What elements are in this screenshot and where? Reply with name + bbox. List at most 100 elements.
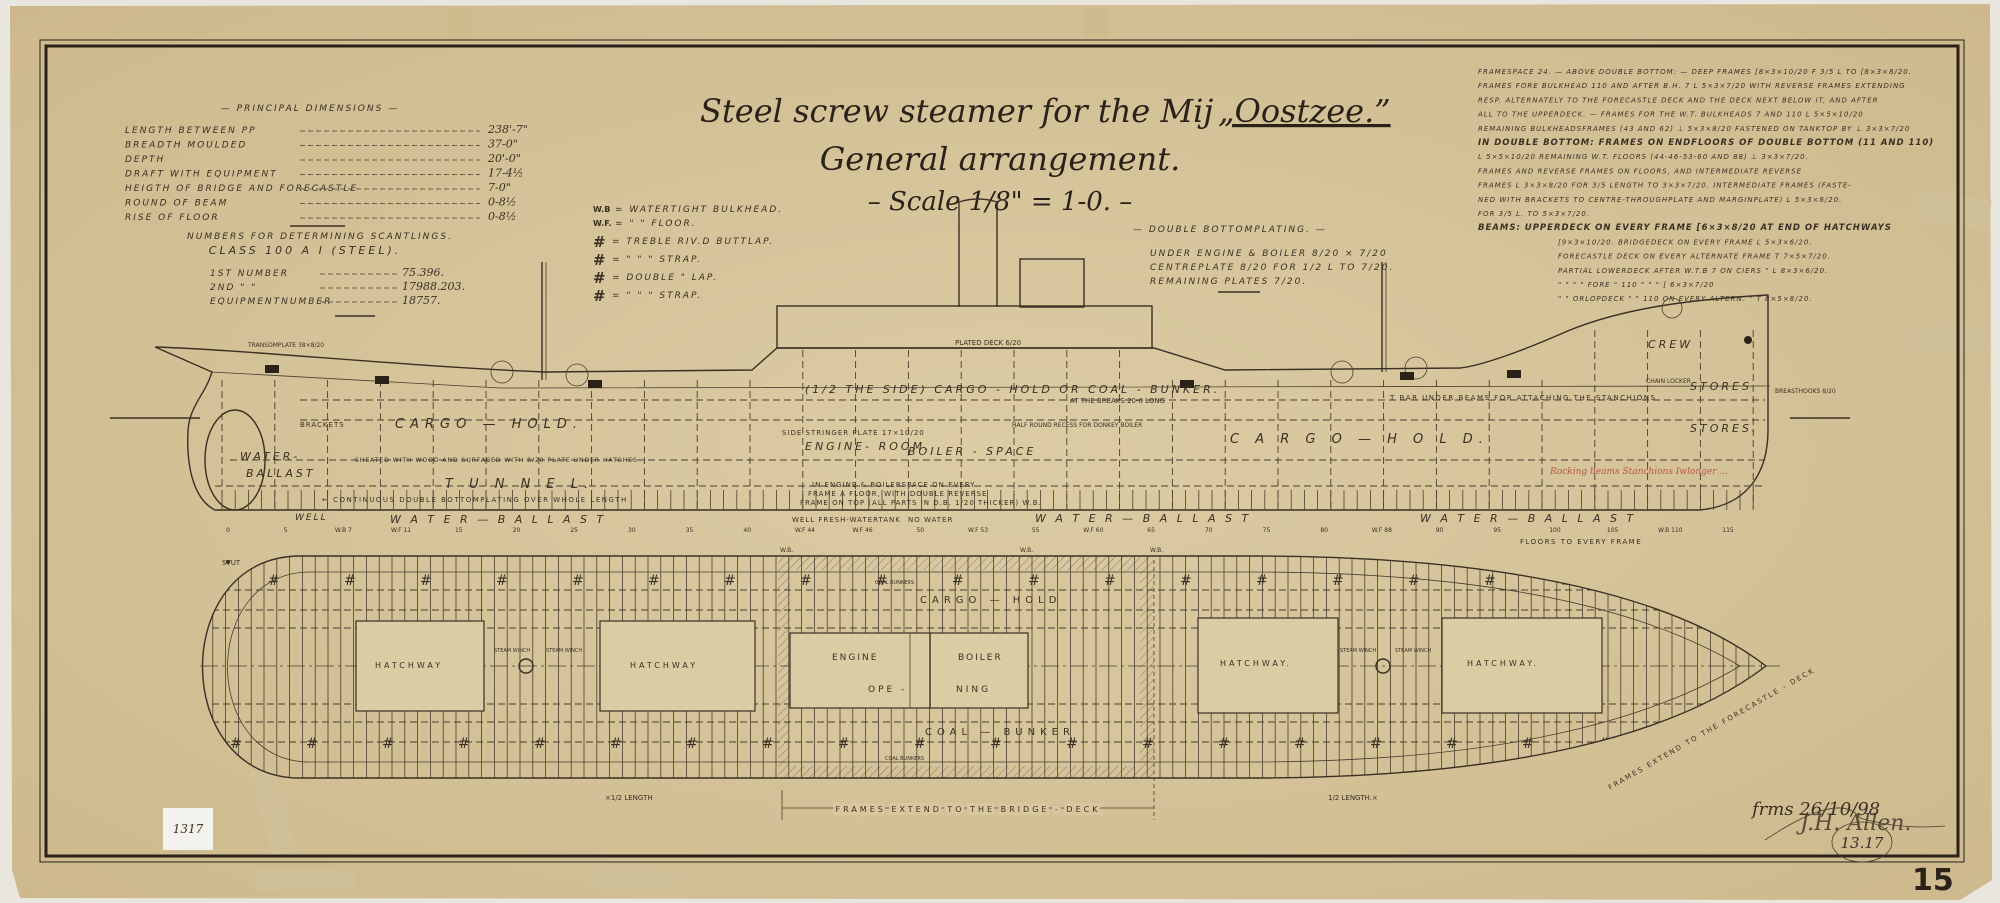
- hull-outline: [154, 294, 1769, 511]
- double-bottom-line: CENTREPLATE 8/20 FOR 1/2 L TO 7/20.: [1150, 263, 1394, 273]
- principal-dimensions-title: — PRINCIPAL DIMENSIONS —: [221, 104, 399, 114]
- label-well: WELL: [295, 513, 328, 523]
- label-half-length-aft: ×1/2 LENGTH: [605, 794, 653, 802]
- label-floor-note: FRAME ON TOP (ALL PARTS IN D.B. 1/20 THI…: [800, 499, 1042, 507]
- frame-number: 50: [916, 527, 924, 534]
- label-breasthooks: BREASTHOOKS 8/20: [1775, 388, 1836, 395]
- frame-number: 30: [628, 527, 636, 534]
- label-floors-every-frame: FLOORS TO EVERY FRAME: [1520, 538, 1642, 546]
- butt-lap-mark-icon: #: [648, 573, 660, 589]
- scantlings-class: CLASS 100 A I (STEEL).: [209, 244, 401, 257]
- note-line: FRAMES FORE BULKHEAD 110 AND AFTER B.H. …: [1478, 82, 1906, 90]
- ventilator: [565, 363, 589, 387]
- butt-lap-mark-icon: #: [1370, 736, 1382, 752]
- scantling-value: 75.396.: [402, 266, 444, 279]
- note-line: FOR 3/5 L. TO 5×3×7/20.: [1478, 210, 1590, 218]
- label-cargo-hold-aft: CARGO — HOLD.: [395, 417, 583, 432]
- frame-number: W.B 110: [1658, 527, 1683, 534]
- frame-number: 100: [1549, 527, 1561, 534]
- label-wb: W.B.: [1150, 547, 1163, 554]
- hatchway-4: [1441, 617, 1603, 714]
- dimension-label: DRAFT WITH EQUIPMENT: [125, 170, 278, 180]
- rivet-lap-icon: #: [593, 287, 606, 305]
- butt-lap-mark-icon: #: [306, 736, 318, 752]
- legend-text: = " " " STRAP.: [612, 291, 702, 301]
- note-line: RESP. ALTERNATELY TO THE FORECASTLE DECK…: [1478, 96, 1878, 104]
- label-tunnel: T U N N E L.: [445, 477, 594, 492]
- legend-text: = " " FLOOR.: [615, 219, 697, 229]
- hatchway-3: [1197, 617, 1339, 714]
- frame-number: 90: [1436, 527, 1444, 534]
- butt-lap-mark-icon: #: [420, 573, 432, 589]
- legend-text: = DOUBLE " LAP.: [612, 273, 718, 283]
- butt-lap-mark-icon: #: [458, 736, 470, 752]
- hatchway-2: [599, 620, 756, 712]
- butt-lap-mark-icon: #: [952, 573, 964, 589]
- archive-label: [163, 808, 213, 850]
- funnel: [958, 198, 998, 307]
- label-no-water: NO WATER: [908, 516, 953, 524]
- label-steam-winch: STEAM WINCH: [1340, 648, 1376, 654]
- label-steam-winch: STEAM WINCH: [1395, 648, 1431, 654]
- rivet-lap-icon: #: [593, 251, 606, 269]
- butt-lap-mark-icon: #: [914, 736, 926, 752]
- tape-strip: [590, 868, 680, 890]
- label-hatchway-3: HATCHWAY.: [1220, 659, 1292, 668]
- signature: J.H. Allen.: [1796, 811, 1911, 836]
- ventilator: [1404, 356, 1428, 380]
- label-steam-winch: STEAM WINCH: [494, 648, 530, 654]
- label-frames-bridge-deck: FRAMES EXTEND TO THE BRIDGE - DECK: [836, 805, 1101, 814]
- dimension-value: 0-8½: [488, 196, 516, 209]
- label-hatchway-2: HATCHWAY: [630, 661, 698, 670]
- double-bottom-line: UNDER ENGINE & BOILER 8/20 × 7/20: [1150, 249, 1388, 259]
- butt-lap-mark-icon: #: [1142, 736, 1154, 752]
- dimension-label: RISE OF FLOOR: [125, 213, 220, 223]
- note-line: " " ORLOPDECK " " 110 ON EVERY ALTERN. "…: [1558, 295, 1813, 303]
- frame-number: 40: [743, 527, 751, 534]
- butt-lap-mark-icon: #: [1218, 736, 1230, 752]
- legend-text: = TREBLE RIV.D BUTTLAP.: [612, 237, 774, 247]
- ventilator: [490, 360, 514, 384]
- label-wb: W.B.: [1020, 547, 1033, 554]
- dimension-value: 17-4½: [488, 167, 523, 180]
- label-engine-room: ENGINE- ROOM.: [805, 440, 932, 453]
- hatch-coaming: [1507, 370, 1521, 378]
- drawing-border-outer: [39, 39, 1965, 863]
- label-water: WATER-: [240, 450, 300, 463]
- label-opening: NING: [956, 685, 991, 695]
- side-profile: TRANSOMPLATE 38×8/20 CARGO — HOLD. WATER…: [110, 198, 1850, 567]
- label-ballast: BALLAST: [246, 467, 316, 480]
- dimension-value: 37-0": [488, 138, 518, 151]
- label-t-bar: T BAR UNDER BEAMS FOR ATTACHING THE STAN…: [1389, 394, 1656, 402]
- hatch-coaming: [375, 376, 389, 384]
- frame-number: 65: [1147, 527, 1155, 534]
- tape-strip: [1085, 8, 1109, 38]
- label-stut: STUT: [222, 559, 241, 567]
- frame-number: 95: [1493, 527, 1501, 534]
- double-bottom-heading: — DOUBLE BOTTOMPLATING. —: [1133, 225, 1327, 235]
- note-line: ALL TO THE UPPERDECK. — FRAMES FOR THE W…: [1477, 111, 1864, 119]
- note-line: FORECASTLE DECK ON EVERY ALTERNATE FRAME…: [1558, 253, 1831, 261]
- butt-lap-mark-icon: #: [1332, 573, 1344, 589]
- frame-number: W.F 44: [795, 527, 815, 534]
- label-side-cargo-hold: (1/2 THE SIDE) CARGO - HOLD OR COAL - BU…: [805, 383, 1220, 396]
- frame-number: 80: [1320, 527, 1328, 534]
- note-line: NED WITH BRACKETS TO CENTRE-THROUGHPLATE…: [1478, 196, 1842, 204]
- hatch-coaming: [265, 365, 279, 373]
- rivet-lap-icon: #: [593, 233, 606, 251]
- scantling-value: 18757.: [402, 294, 441, 307]
- butt-lap-mark-icon: #: [800, 573, 812, 589]
- red-pencil-note: Rocking beams Stanchions Iwlonger ...: [1549, 467, 1728, 477]
- drawing-title: Steel screw steamer for the Mij „Oostzee…: [700, 92, 1391, 217]
- label-floor-note: IN ENGINE & BOILERSPACE ON EVERY: [812, 481, 975, 489]
- scantlings-heading: NUMBERS FOR DETERMINING SCANTLINGS.: [187, 232, 453, 242]
- tape-strip: [249, 763, 297, 857]
- label-wb: W.B.: [780, 547, 793, 554]
- title-line-1: Steel screw steamer for the Mij: [700, 92, 1213, 130]
- tape-strip: [255, 868, 355, 890]
- title-line-2: General arrangement.: [820, 140, 1181, 178]
- label-engine: ENGINE: [832, 653, 878, 663]
- butt-lap-mark-icon: #: [724, 573, 736, 589]
- label-water-ballast-mid: W A T E R — B A L L A S T: [1035, 512, 1251, 525]
